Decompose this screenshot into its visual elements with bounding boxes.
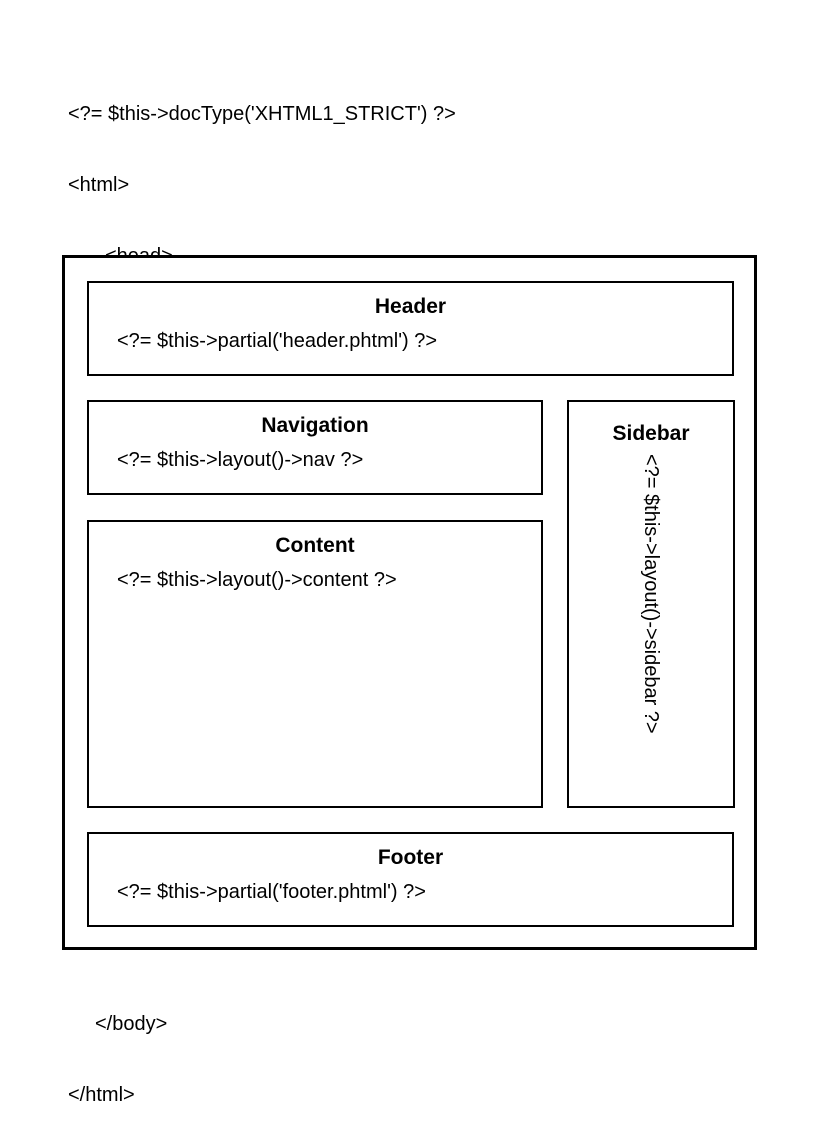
content-box: Content <?= $this->layout()->content ?>	[87, 520, 543, 808]
body-layout-box: Header <?= $this->partial('header.phtml'…	[62, 255, 757, 950]
sidebar-box: Sidebar <?= $this->layout()->sidebar ?>	[567, 400, 735, 808]
content-box-code: <?= $this->layout()->content ?>	[117, 569, 397, 591]
code-line-html-open: <html>	[68, 173, 130, 196]
code-line-html-close: </html>	[68, 1083, 135, 1106]
navigation-box: Navigation <?= $this->layout()->nav ?>	[87, 400, 543, 495]
content-box-title: Content	[275, 534, 355, 557]
header-box-title: Header	[374, 295, 447, 318]
footer-box-code: <?= $this->partial('footer.phtml') ?>	[117, 881, 426, 903]
header-box: Header <?= $this->partial('header.phtml'…	[87, 281, 734, 376]
layout-diagram-page: { "code_top": [ { "text": "\u003c?= $thi…	[62, 103, 757, 1106]
template-code-bottom: </body> </html>	[68, 966, 167, 1131]
code-line-doctype: <?= $this->docType('XHTML1_STRICT') ?>	[68, 103, 456, 126]
footer-box-title: Footer	[377, 846, 444, 869]
code-line-body-close: </body>	[95, 1013, 168, 1036]
navigation-box-title: Navigation	[261, 414, 369, 437]
sidebar-box-title: Sidebar	[612, 422, 690, 445]
navigation-box-code: <?= $this->layout()->nav ?>	[117, 449, 364, 471]
footer-box: Footer <?= $this->partial('footer.phtml'…	[87, 832, 734, 927]
sidebar-box-code-vertical: <?= $this->layout()->sidebar ?>	[640, 454, 662, 734]
header-box-code: <?= $this->partial('header.phtml') ?>	[117, 330, 438, 352]
